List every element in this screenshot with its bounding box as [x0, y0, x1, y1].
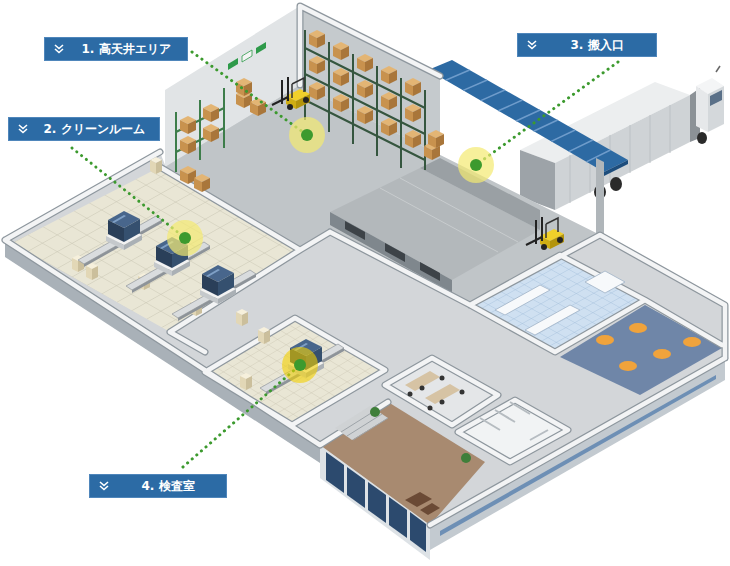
chevron-path: [100, 482, 108, 490]
forklift: [272, 77, 564, 250]
callout-text: 2. クリーンルーム: [43, 118, 144, 140]
loading-canopy: [428, 60, 628, 176]
chevron-path: [528, 41, 536, 49]
chevron-icon: [54, 44, 64, 54]
callout-box: 4. 検査室: [89, 474, 227, 498]
rooms-furniture: [335, 271, 701, 515]
callout-text: 3. 搬入口: [570, 34, 623, 56]
building: [5, 6, 725, 560]
callout-box: 2. クリーンルーム: [8, 117, 160, 141]
chevron-icon: [99, 481, 109, 491]
chevron-path: [55, 45, 63, 53]
location-marker: [167, 117, 494, 383]
storage-rack: [305, 30, 425, 170]
callout-box: 1. 高天井エリア: [44, 37, 188, 61]
chevron-icon: [527, 40, 537, 50]
callout-box: 3. 搬入口: [517, 33, 657, 57]
leader-lines: [72, 52, 618, 467]
chevron-path: [19, 125, 27, 133]
callout-text: 1. 高天井エリア: [81, 38, 170, 60]
machines: [72, 157, 344, 395]
shelf: [176, 78, 444, 192]
walls: [5, 6, 725, 525]
loading-dock: [330, 158, 540, 293]
callout-text: 4. 検査室: [141, 475, 194, 497]
chevron-icon: [18, 124, 28, 134]
